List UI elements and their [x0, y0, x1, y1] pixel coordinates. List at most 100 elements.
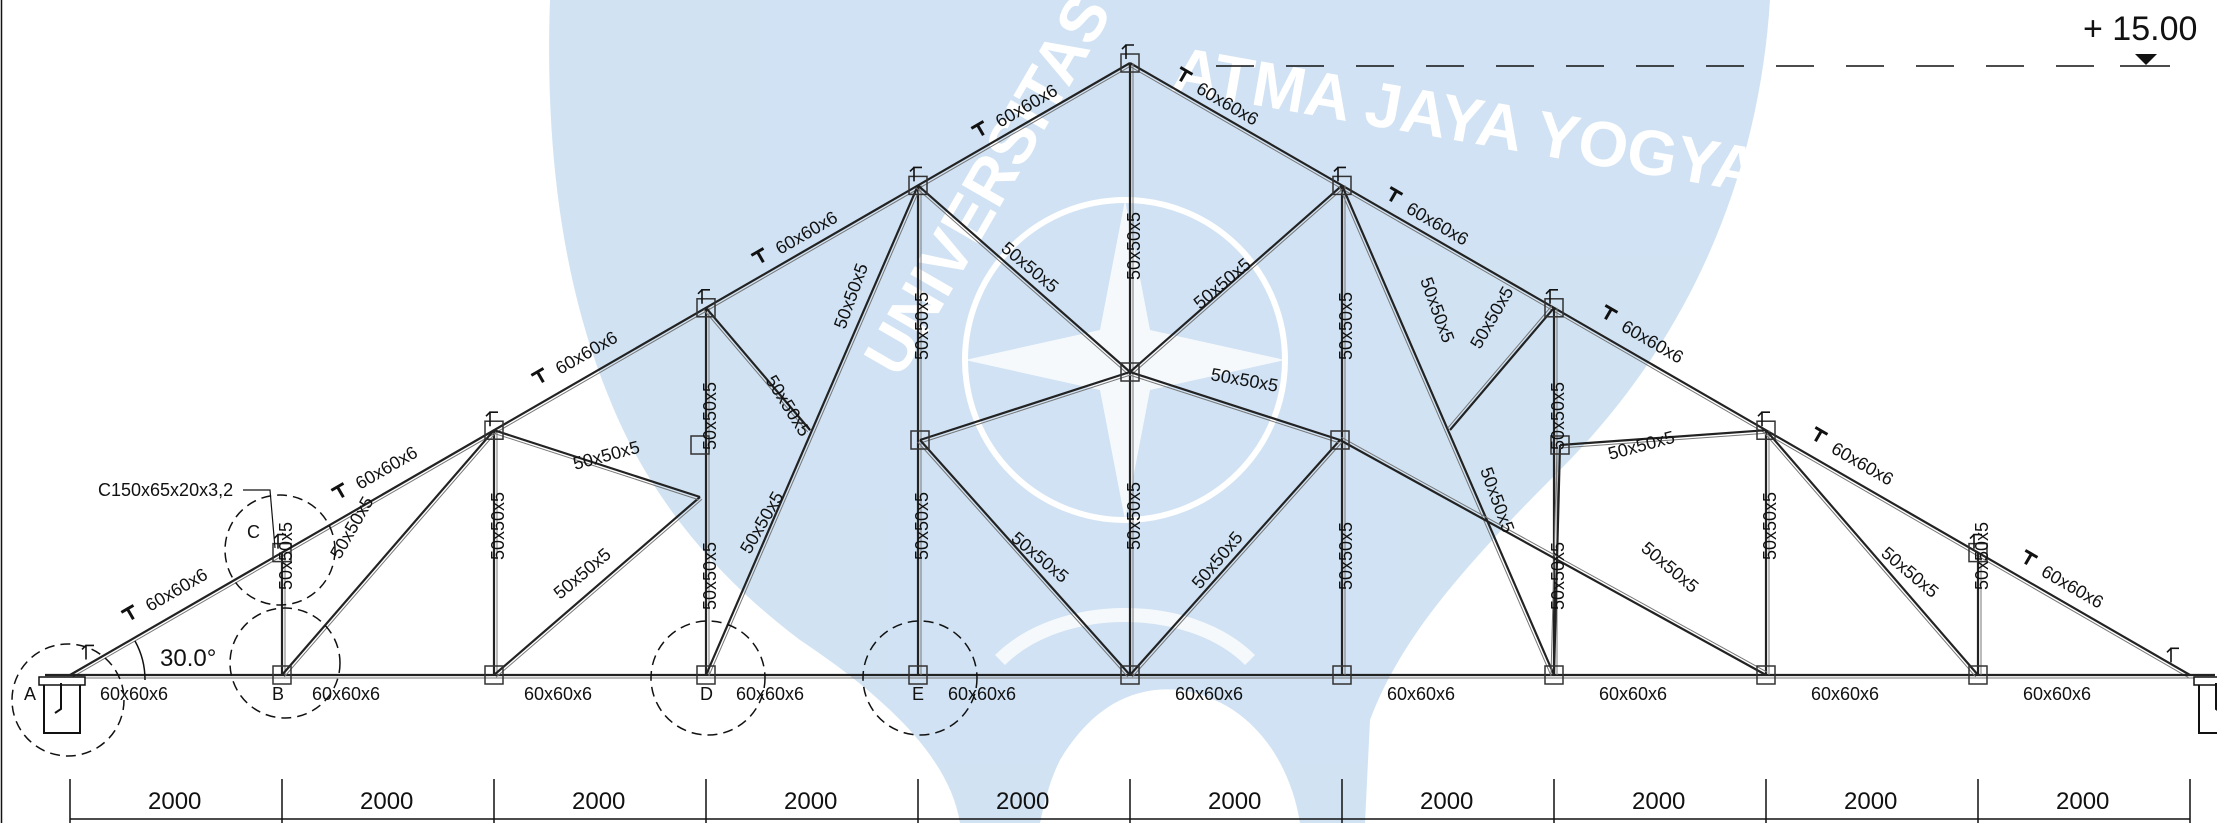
- web-label: 50x50x5: [550, 544, 615, 603]
- web-label: 50x50x5: [1124, 212, 1144, 280]
- dimension-label: 2000: [1208, 788, 1261, 815]
- web-member: [493, 429, 701, 499]
- gusset-plate-icon: [484, 665, 504, 685]
- web-label: 50x50x5: [1548, 382, 1568, 450]
- base-plate: [2193, 676, 2217, 686]
- web-member: [1765, 429, 1979, 676]
- web-member-edge: [1338, 186, 1552, 677]
- web-member-edge: [1763, 431, 1977, 678]
- watermark-star-icon: [965, 200, 1285, 520]
- watermark-shield-icon: [549, 0, 1771, 823]
- web-label: 50x50x5: [571, 437, 642, 474]
- top-chord-member: [69, 62, 1131, 676]
- bottom-chord-label: 60x60x6: [1599, 684, 1667, 704]
- web-member: [1339, 439, 1767, 676]
- web-member-edge: [1560, 432, 1767, 449]
- angle-section-icon: [120, 604, 135, 621]
- dimension-label: 2000: [148, 788, 201, 815]
- gusset-plate-icon: [1756, 665, 1776, 685]
- purlin-icon: [1545, 289, 1558, 304]
- detail-circle-icon: [862, 620, 978, 736]
- dimension-label: 2000: [360, 788, 413, 815]
- web-label: 50x50x5: [1637, 538, 1702, 597]
- angle-section-icon: [1814, 426, 1829, 443]
- bottom-chord-label: 60x60x6: [2023, 684, 2091, 704]
- purlin-icon: [485, 411, 498, 427]
- gusset-plate-icon: [1968, 665, 1988, 685]
- purlin-icon: [2166, 647, 2179, 663]
- web-member: [1129, 439, 1341, 676]
- purlin-callout: C150x65x20x3,2: [98, 480, 276, 549]
- web-member-edge: [495, 498, 703, 678]
- top-chord-label: 60x60x6: [2038, 561, 2107, 612]
- support-block-icon: [2198, 680, 2217, 734]
- web-member: [705, 307, 811, 431]
- bottom-chord-label: 60x60x6: [524, 684, 592, 704]
- roof-angle: 30.0°: [134, 640, 216, 681]
- angle-label: 30.0°: [160, 645, 216, 672]
- web-label: 50x50x5: [1972, 522, 1992, 590]
- angle-arc: [134, 640, 146, 681]
- supports: [38, 676, 2217, 734]
- gusset-plate-icon: [1968, 542, 1988, 563]
- gusset-plate-icon: [1756, 420, 1776, 440]
- gusset-plate-icon: [1550, 435, 1570, 455]
- top-chord-label: 60x60x6: [142, 564, 211, 615]
- purlin-icon: [909, 166, 922, 182]
- detail-circle-icon: [11, 643, 125, 757]
- node-label-a: A: [24, 684, 36, 704]
- web-member-edge: [492, 432, 700, 501]
- web-label: 50x50x5: [1336, 522, 1356, 590]
- anchor-bolt-icon: [54, 683, 62, 714]
- gusset-plate-icon: [910, 430, 930, 450]
- purlin-icon: [697, 289, 710, 304]
- angle-section-icon: [330, 482, 345, 499]
- node-label-b: B: [272, 684, 284, 704]
- web-member-edge: [920, 374, 1132, 444]
- web-label: 50x50x5: [276, 522, 296, 590]
- gusset-plate-icon: [1330, 430, 1350, 450]
- bottom-chord-label: 60x60x6: [312, 684, 380, 704]
- bottom-chord-label: 60x60x6: [100, 684, 168, 704]
- web-member-edge: [1341, 436, 1768, 673]
- gusset-plate-icon: [1120, 362, 1140, 382]
- purlin-icon: [1757, 411, 1770, 427]
- node-label-c: C: [247, 522, 260, 542]
- anchor-bolt-icon: [2215, 683, 2217, 711]
- web-member: [1340, 184, 1556, 676]
- gusset-plate-icon: [1332, 665, 1352, 685]
- angle-section-icon: [970, 120, 985, 137]
- bottom-chord-label: 60x60x6: [1175, 684, 1243, 704]
- web-member-edge: [1131, 441, 1343, 678]
- web-member: [1449, 307, 1555, 431]
- web-label: 50x50x5: [700, 382, 720, 450]
- web-member-edge: [1131, 187, 1345, 375]
- web-label: 50x50x5: [1124, 482, 1144, 550]
- web-member-edge: [1447, 305, 1553, 429]
- purlin-icon: [1969, 533, 1982, 549]
- web-member: [1129, 184, 1343, 373]
- dimension-label: 2000: [1632, 788, 1685, 815]
- gusset-plate-icon: [696, 665, 716, 685]
- dimension-label: 2000: [1420, 788, 1473, 815]
- top-chord-label: 60x60x6: [1828, 438, 1897, 489]
- dimension-label: 2000: [996, 788, 1049, 815]
- web-member-edge: [1550, 444, 1558, 675]
- gusset-plate-icon: [690, 435, 710, 455]
- elevation-marker: + 15.00: [1216, 10, 2197, 67]
- web-member-edge: [917, 441, 1129, 678]
- web-member-edge: [708, 186, 922, 677]
- gusset-plate-icon: [1544, 665, 1564, 685]
- web-label: 50x50x5: [1548, 542, 1568, 610]
- gusset-plate-icon: [1544, 298, 1564, 318]
- web-member-edge: [703, 309, 809, 433]
- web-label: 50x50x5: [1606, 427, 1677, 464]
- angle-section-icon: [1604, 304, 1619, 321]
- dimension-label: 2000: [1844, 788, 1897, 815]
- detail-circle-icon: [229, 607, 341, 719]
- gusset-plates: [272, 53, 1988, 685]
- bottom-chord-label: 60x60x6: [736, 684, 804, 704]
- web-member: [1129, 370, 1341, 442]
